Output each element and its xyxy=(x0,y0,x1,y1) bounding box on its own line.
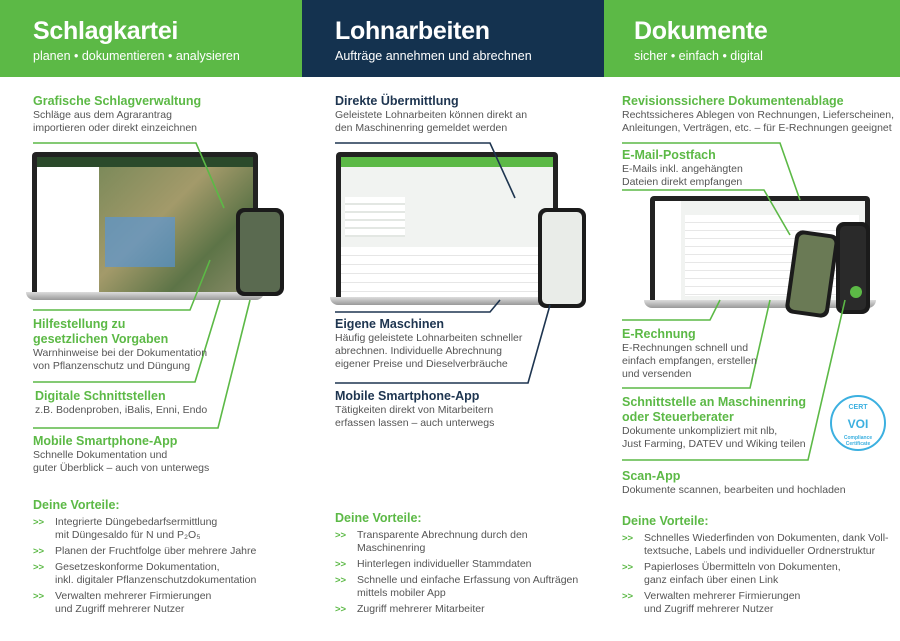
feature-text: eigener Preise und Dieselverbräuche xyxy=(335,358,508,370)
feature-title: Mobile Smartphone-App xyxy=(335,389,480,403)
advantages-title: Deine Vorteile: xyxy=(33,498,120,512)
feature-text: erfassen lassen – auch unterwegs xyxy=(335,417,495,429)
advantages-dokumente: Deine Vorteile: Schnelles Wiederfinden v… xyxy=(622,514,889,619)
column-title: Schlagkartei xyxy=(33,17,179,45)
advantages-title: Deine Vorteile: xyxy=(622,514,709,528)
header-dokumente: Dokumente sicher • einfach • digital xyxy=(604,0,900,77)
feature-text: abrechnen. Individuelle Abrechnung xyxy=(335,345,502,357)
feature-text: Rechtssicheres Ablegen von Rechnungen, L… xyxy=(622,109,895,121)
laptop-base xyxy=(26,292,264,300)
feature-text: Dateien direkt empfangen xyxy=(622,176,743,188)
feature-title: Eigene Maschinen xyxy=(335,317,445,331)
column-subtitle: planen • dokumentieren • analysieren xyxy=(33,49,240,63)
laptop-base xyxy=(330,297,564,305)
column-subtitle: sicher • einfach • digital xyxy=(634,49,763,63)
header-lohnarbeiten: Lohnarbeiten Aufträge annehmen und abrec… xyxy=(302,0,604,77)
feature-text: Schläge aus dem Agrarantrag xyxy=(33,109,172,121)
laptop-screenshot-lohnarbeiten xyxy=(336,152,558,297)
cert-bottom: Compliance Certificate xyxy=(843,435,873,447)
feature-title: oder Steuerberater xyxy=(622,410,734,424)
feature-title: gesetzlichen Vorgaben xyxy=(33,332,169,346)
feature-text: Schnelle Dokumentation und xyxy=(33,449,168,461)
feature-text: Dokumente unkompliziert mit nlb, xyxy=(622,425,778,437)
feature-title: E-Mail-Postfach xyxy=(622,148,716,162)
voi-cert-badge: CERT VOI Compliance Certificate xyxy=(830,395,886,451)
feature-e-rechnung: E-Rechnung E-Rechnungen schnell und einf… xyxy=(622,327,757,381)
feature-text: guter Überblick – auch von unterwegs xyxy=(33,462,210,474)
feature-text: Häufig geleistete Lohnarbeiten schneller xyxy=(335,332,523,344)
feature-text: E-Rechnungen schnell und xyxy=(622,342,749,354)
feature-text: von Pflanzenschutz und Düngung xyxy=(33,360,191,372)
feature-hilfestellung: Hilfestellung zu gesetzlichen Vorgaben W… xyxy=(33,317,207,373)
feature-digitale-schnittstellen: Digitale Schnittstellen z.B. Bodenproben… xyxy=(35,389,207,417)
advantages-schlagkartei: Deine Vorteile: Integrierte Düngebedarfs… xyxy=(33,498,256,619)
feature-revisionssichere-ablage: Revisionssichere Dokumentenablage Rechts… xyxy=(622,94,894,135)
advantage-item: Transparente Abrechnung durch denMaschin… xyxy=(335,529,578,555)
feature-text: den Maschinenring gemeldet werden xyxy=(335,122,508,134)
feature-direkte-uebermittlung: Direkte Übermittlung Geleistete Lohnarbe… xyxy=(335,94,527,135)
feature-text: Dokumente scannen, bearbeiten und hochla… xyxy=(622,484,846,496)
feature-title: E-Rechnung xyxy=(622,327,696,341)
column-subtitle: Aufträge annehmen und abrechnen xyxy=(335,49,532,63)
advantage-item: Papierloses Übermitteln von Dokumenten,g… xyxy=(622,561,889,587)
advantage-item: Zugriff mehrerer Mitarbeiter xyxy=(335,603,578,616)
cert-mark: VOI xyxy=(847,417,869,431)
column-title: Lohnarbeiten xyxy=(335,17,490,45)
feature-title: Digitale Schnittstellen xyxy=(35,389,166,403)
advantage-item: Planen der Fruchtfolge über mehrere Jahr… xyxy=(33,545,256,558)
advantage-item: Hinterlegen individueller Stammdaten xyxy=(335,558,578,571)
feature-text: E-Mails inkl. angehängten xyxy=(622,163,743,175)
feature-eigene-maschinen: Eigene Maschinen Häufig geleistete Lohna… xyxy=(335,317,522,371)
feature-title: Hilfestellung zu xyxy=(33,317,126,331)
column-title: Dokumente xyxy=(634,17,768,45)
feature-text: Anleitungen, Verträgen, etc. – für E-Rec… xyxy=(622,122,892,134)
feature-text: Just Farming, DATEV und Wiking teilen xyxy=(622,438,806,450)
feature-text: importieren oder direkt einzeichnen xyxy=(33,122,198,134)
phone-scan-app xyxy=(836,222,870,314)
cert-top: CERT xyxy=(848,404,868,411)
feature-schnittstelle: Schnittstelle an Maschinenring oder Steu… xyxy=(622,395,806,451)
advantages-title: Deine Vorteile: xyxy=(335,511,422,525)
feature-scan-app: Scan-App Dokumente scannen, bearbeiten u… xyxy=(622,469,846,497)
feature-mobile-app: Mobile Smartphone-App Tätigkeiten direkt… xyxy=(335,389,494,430)
feature-text: Geleistete Lohnarbeiten können direkt an xyxy=(335,109,528,121)
laptop-screenshot-schlagkartei xyxy=(32,152,258,292)
advantages-lohnarbeiten: Deine Vorteile: Transparente Abrechnung … xyxy=(335,511,578,619)
feature-text: z.B. Bodenproben, iBalis, Enni, Endo xyxy=(35,404,208,416)
header-schlagkartei: Schlagkartei planen • dokumentieren • an… xyxy=(0,0,302,77)
phone-screenshot-schlagkartei xyxy=(236,208,284,296)
feature-text: Tätigkeiten direkt von Mitarbeitern xyxy=(335,404,494,416)
phone-screenshot-lohnarbeiten xyxy=(538,208,586,308)
feature-title: Grafische Schlagverwaltung xyxy=(33,94,202,108)
feature-email-postfach: E-Mail-Postfach E-Mails inkl. angehängte… xyxy=(622,148,743,189)
feature-grafische-schlagverwaltung: Grafische Schlagverwaltung Schläge aus d… xyxy=(33,94,201,135)
advantage-item: Schnelle und einfache Erfassung von Auft… xyxy=(335,574,578,600)
feature-text: Warnhinweise bei der Dokumentation xyxy=(33,347,208,359)
feature-mobile-app: Mobile Smartphone-App Schnelle Dokumenta… xyxy=(33,434,209,475)
feature-title: Mobile Smartphone-App xyxy=(33,434,178,448)
feature-text: einfach empfangen, erstellen xyxy=(622,355,757,367)
advantage-item: Schnelles Wiederfinden von Dokumenten, d… xyxy=(622,532,889,558)
advantage-item: Gesetzeskonforme Dokumentation,inkl. dig… xyxy=(33,561,256,587)
feature-title: Schnittstelle an Maschinenring xyxy=(622,395,807,409)
feature-title: Direkte Übermittlung xyxy=(335,94,459,108)
feature-text: und versenden xyxy=(622,368,692,380)
feature-title: Revisionssichere Dokumentenablage xyxy=(622,94,844,108)
feature-title: Scan-App xyxy=(622,469,681,483)
